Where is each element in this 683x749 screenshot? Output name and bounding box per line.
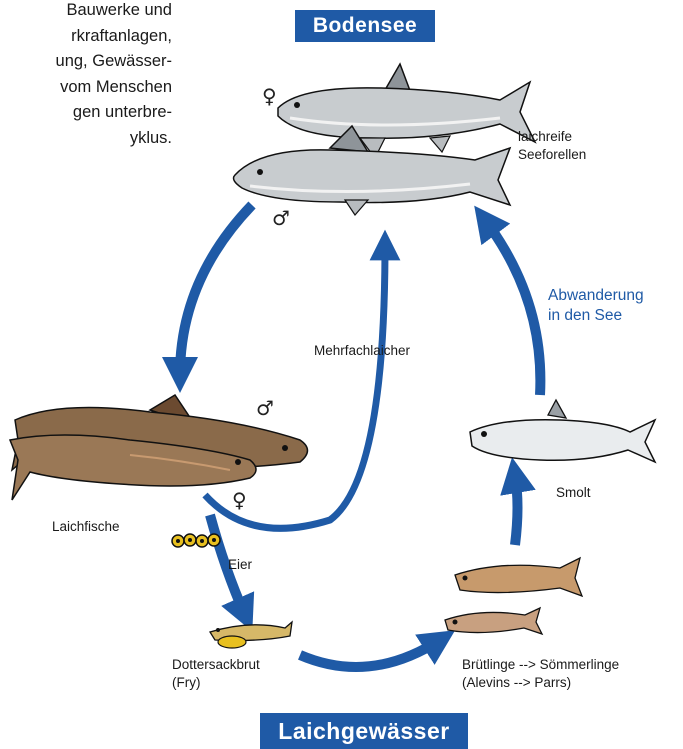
label-mature-trout-line2: Seeforellen: [518, 146, 586, 163]
male-symbol-spawning: ♂: [256, 398, 274, 418]
lake-trout-female-illustration: [278, 64, 535, 158]
arrow-fry-to-juveniles: [300, 640, 440, 667]
spawning-water-banner: Laichgewässer: [260, 713, 468, 749]
lake-banner: Bodensee: [295, 10, 435, 42]
label-juveniles-line2: (Alevins --> Parrs): [462, 674, 571, 691]
label-smolt: Smolt: [556, 484, 591, 501]
arrow-smolt-to-lake: [485, 220, 540, 395]
juvenile-trout-illustration: [445, 558, 582, 634]
intro-text: Bauwerke und rkraftanlagen, ung, Gewässe…: [0, 0, 172, 151]
label-mature-trout-line1: laichreife: [518, 128, 572, 145]
smolt-illustration: [470, 400, 655, 462]
female-symbol-spawning: ♀: [232, 490, 247, 510]
label-eggs: Eier: [228, 556, 252, 573]
label-yolk-sac-line2: (Fry): [172, 674, 200, 691]
female-symbol-lake: ♀: [262, 86, 277, 106]
arrow-repeat-spawner: [205, 245, 385, 528]
arrow-descend-to-spawn: [180, 205, 252, 375]
intro-line: rkraftanlagen,: [0, 24, 172, 50]
label-repeat-spawner: Mehrfachlaicher: [314, 342, 410, 359]
eggs-illustration: [172, 534, 220, 547]
arrow-juveniles-to-smolt: [515, 475, 518, 545]
intro-line: yklus.: [0, 126, 172, 152]
label-migration-line1: Abwanderung: [548, 286, 644, 306]
intro-line: Bauwerke und: [0, 0, 172, 24]
label-yolk-sac-line1: Dottersackbrut: [172, 656, 260, 673]
label-spawning-fish: Laichfische: [52, 518, 120, 535]
label-juveniles-line1: Brütlinge --> Sömmerlinge: [462, 656, 619, 673]
yolk-sac-fry-illustration: [210, 622, 292, 648]
intro-line: gen unterbre-: [0, 100, 172, 126]
label-migration-line2: in den See: [548, 306, 622, 326]
intro-line: ung, Gewässer-: [0, 49, 172, 75]
male-symbol-lake: ♂: [272, 208, 290, 228]
intro-line: vom Menschen: [0, 75, 172, 101]
